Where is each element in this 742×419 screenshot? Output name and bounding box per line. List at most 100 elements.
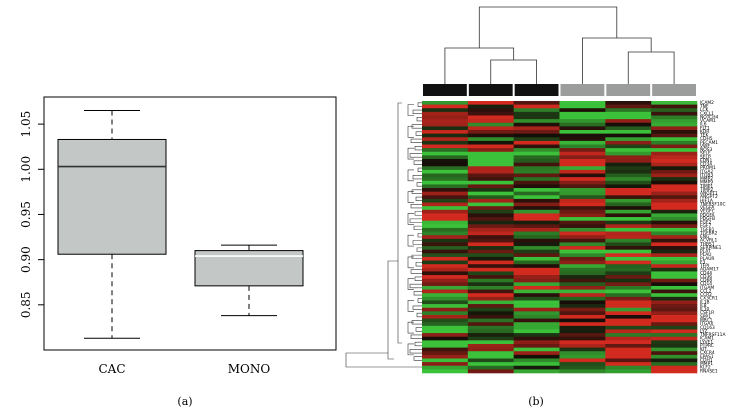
row-dendro-branch: [407, 147, 414, 160]
heatmap-cell: [422, 253, 469, 258]
heatmap-cell: [422, 101, 469, 105]
heatmap-cell: [605, 333, 652, 338]
row-label: CSF1R: [700, 310, 714, 316]
row-dendro-branch: [415, 262, 422, 267]
heatmap-cell: [651, 220, 698, 225]
heatmap-cell: [467, 122, 514, 127]
heatmap-cell: [651, 191, 698, 196]
row-label: THBS1: [699, 241, 715, 247]
row-dendro-branch: [409, 218, 422, 223]
row-dendro-branch: [416, 247, 422, 252]
heatmap-cell: [513, 347, 560, 352]
heatmap-cell: [467, 253, 514, 258]
heatmap-cell: [422, 159, 469, 163]
row-label: ANGPT1: [700, 191, 718, 197]
heatmap-cell: [467, 365, 514, 370]
heatmap-cell: [605, 206, 652, 211]
heatmap-cell: [513, 343, 560, 348]
heatmap-cell: [467, 293, 514, 298]
row-dendro-branch: [407, 234, 414, 247]
heatmap-cell: [605, 351, 652, 356]
row-label: HIF1A: [700, 198, 713, 204]
heatmap-cell: [422, 130, 469, 134]
heatmap-cell: [651, 213, 698, 218]
heatmap-cell: [559, 362, 606, 367]
heatmap-cell: [422, 307, 469, 312]
row-label: CD36: [700, 274, 712, 280]
row-label: CD68: [700, 278, 712, 284]
heatmap-cell: [651, 347, 698, 352]
heatmap-cell: [651, 162, 698, 167]
heatmap-cell: [513, 137, 560, 142]
row-dendro-branch: [416, 182, 422, 187]
heatmap-cell: [605, 322, 652, 327]
row-dendro-branch: [407, 126, 414, 138]
heatmap-cell: [422, 325, 469, 330]
row-dendro-branch: [416, 117, 422, 122]
heatmap-cell: [467, 188, 514, 192]
heatmap-cell: [559, 354, 606, 359]
heatmap-cell: [467, 358, 514, 363]
heatmap-cell: [422, 180, 469, 185]
heatmap-cell: [605, 260, 652, 265]
heatmap-cell: [422, 318, 469, 323]
heatmap-cell: [513, 300, 560, 305]
heatmap-cell: [651, 307, 698, 312]
heatmap-cell: [513, 289, 560, 294]
heatmap-panel: ICAM2TNFLCKCXCL1NOTCH4VCAM1IL6FLT1KDRTEK…: [345, 6, 726, 408]
heatmap-cell: [651, 343, 698, 348]
heatmap-cell: [651, 104, 698, 109]
heatmap-cell: [605, 111, 652, 116]
heatmap-cell: [467, 304, 514, 309]
heatmap-cell: [513, 180, 560, 185]
heatmap-cell: [422, 347, 469, 352]
row-dendro-branch: [416, 312, 422, 318]
heatmap-cell: [605, 104, 652, 109]
heatmap-cell: [605, 177, 652, 182]
heatmap-cell: [559, 162, 606, 167]
heatmap-cell: [559, 275, 606, 280]
heatmap-cell: [559, 126, 606, 131]
heatmap-cell: [467, 369, 514, 374]
row-dendro-branch: [409, 283, 422, 289]
boxplot-panel: 0.850.900.951.001.05 CAC MONO (a): [19, 96, 337, 408]
row-label: SERPINE1: [700, 245, 722, 251]
heatmap-cell: [513, 256, 560, 261]
heatmap-cell: [467, 347, 514, 352]
heatmap-cell: [605, 220, 652, 225]
heatmap-cell: [559, 343, 606, 348]
column-group-cell: [468, 84, 513, 96]
heatmap-cell: [513, 246, 560, 250]
heatmap-cell: [651, 209, 698, 214]
heatmap-cell: [605, 314, 652, 319]
heatmap-cell: [559, 159, 606, 163]
heatmap-cell: [559, 122, 606, 127]
heatmap-cell: [605, 202, 652, 207]
heatmap-cell: [513, 206, 560, 211]
heatmap-cell: [559, 253, 606, 258]
heatmap-cell: [651, 322, 698, 327]
row-dendro-branch: [410, 138, 422, 144]
heatmap-cell: [513, 336, 560, 341]
heatmap-cell: [559, 358, 606, 363]
heatmap-cell: [605, 369, 652, 374]
row-label: CDH1: [700, 357, 713, 363]
heatmap-cell: [513, 130, 560, 134]
heatmap-cell: [651, 340, 698, 345]
heatmap-cell: [651, 314, 698, 319]
heatmap-cell: [605, 169, 652, 174]
heatmap-cell: [651, 271, 698, 276]
heatmap-cell: [513, 253, 560, 258]
heatmap-cell: [651, 304, 698, 309]
heatmap-cell: [559, 188, 606, 192]
heatmap-cell: [651, 155, 698, 160]
heatmap-cell: [605, 238, 652, 243]
heatmap-cell: [422, 126, 469, 131]
heatmap-cell: [559, 166, 606, 171]
heatmap-cell: [651, 296, 698, 301]
box-marks: [57, 110, 304, 339]
heatmap-cell: [513, 104, 560, 109]
heatmap-cell: [513, 260, 560, 265]
heatmap-cell: [651, 365, 698, 370]
